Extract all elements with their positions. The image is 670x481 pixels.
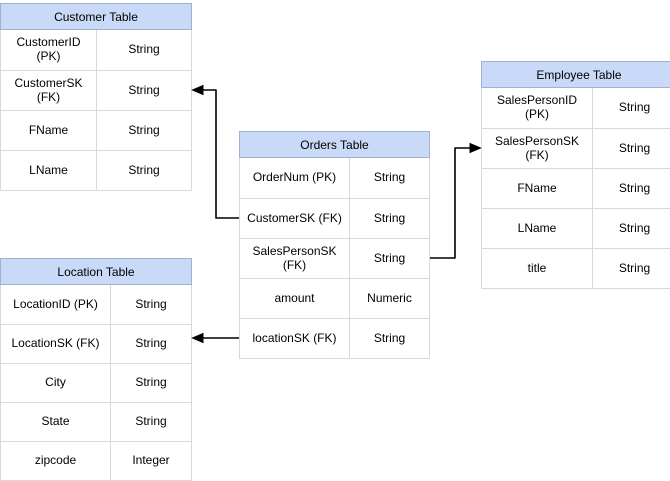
field-name-cell: CustomerSK (FK) — [240, 199, 350, 238]
employee-table: Employee Table SalesPersonID (PK) String… — [481, 61, 670, 289]
field-name-cell: CustomerSK (FK) — [1, 71, 97, 110]
orders-table: Orders Table OrderNum (PK) String Custom… — [239, 131, 430, 359]
connector-line — [430, 147, 471, 259]
table-row: State String — [1, 402, 191, 441]
table-row: CustomerSK (FK) String — [1, 70, 191, 110]
field-type-cell: String — [373, 170, 406, 185]
table-row: OrderNum (PK) String — [240, 158, 429, 198]
table-row: title String — [482, 248, 670, 288]
field-type-cell: Numeric — [367, 290, 412, 305]
field-type-cell: String — [373, 210, 406, 225]
field-type-cell: String — [128, 162, 160, 177]
field-type-cell: Integer — [132, 453, 170, 468]
field-name-cell: SalesPersonSK (FK) — [240, 239, 350, 278]
table-row: CustomerID (PK) String — [1, 30, 191, 70]
table-row: SalesPersonSK (FK) String — [482, 128, 670, 168]
field-name-cell: FName — [482, 169, 593, 208]
table-row: amount Numeric — [240, 278, 429, 318]
field-name-cell: LName — [482, 209, 593, 248]
field-type-cell: String — [128, 82, 160, 97]
field-type-cell: String — [618, 260, 651, 275]
field-name-cell: SalesPersonSK (FK) — [482, 129, 593, 168]
field-type-cell: String — [128, 42, 160, 57]
table-row: LName String — [482, 208, 670, 248]
field-name-cell: City — [1, 364, 111, 402]
location-table-body: LocationID (PK) String LocationSK (FK) S… — [0, 285, 192, 481]
employee-table-header: Employee Table — [481, 61, 670, 88]
table-row: LocationID (PK) String — [1, 285, 191, 324]
employee-table-body: SalesPersonID (PK) String SalesPersonSK … — [481, 88, 670, 289]
location-table: Location Table LocationID (PK) String Lo… — [0, 258, 192, 481]
field-type-cell: String — [618, 100, 651, 115]
table-row: FName String — [1, 110, 191, 150]
orders-table-body: OrderNum (PK) String CustomerSK (FK) Str… — [239, 158, 430, 359]
table-row: LocationSK (FK) String — [1, 324, 191, 363]
field-type-cell: String — [373, 330, 406, 345]
field-name-cell: CustomerID (PK) — [1, 30, 97, 70]
relationship-orders-to-location — [191, 332, 239, 344]
field-type-cell: String — [618, 140, 651, 155]
field-type-cell: String — [135, 336, 167, 351]
field-type-cell: String — [135, 296, 167, 311]
field-type-cell: String — [373, 250, 406, 265]
relationship-orders-to-employee — [430, 142, 482, 259]
field-type-cell: String — [618, 180, 651, 195]
table-row: SalesPersonSK (FK) String — [240, 238, 429, 278]
table-row: FName String — [482, 168, 670, 208]
arrowhead-left-icon — [191, 84, 204, 96]
connector-line — [202, 89, 239, 219]
field-name-cell: FName — [1, 111, 97, 150]
relationship-orders-to-customer — [191, 84, 239, 219]
field-name-cell: LocationID (PK) — [1, 285, 111, 324]
field-name-cell: amount — [240, 279, 350, 318]
table-row: CustomerSK (FK) String — [240, 198, 429, 238]
arrowhead-right-icon — [469, 142, 482, 154]
field-type-cell: String — [128, 122, 160, 137]
field-type-cell: String — [135, 414, 167, 429]
field-name-cell: State — [1, 403, 111, 441]
field-name-cell: LName — [1, 151, 97, 190]
field-type-cell: String — [135, 375, 167, 390]
field-name-cell: zipcode — [1, 442, 111, 480]
table-row: SalesPersonID (PK) String — [482, 88, 670, 128]
customer-table-body: CustomerID (PK) String CustomerSK (FK) S… — [0, 30, 192, 191]
field-name-cell: OrderNum (PK) — [240, 158, 350, 198]
arrowhead-left-icon — [191, 332, 204, 344]
orders-table-header: Orders Table — [239, 131, 430, 158]
field-type-cell: String — [618, 220, 651, 235]
customer-table: Customer Table CustomerID (PK) String Cu… — [0, 3, 192, 191]
location-table-header: Location Table — [0, 258, 192, 285]
field-name-cell: locationSK (FK) — [240, 319, 350, 358]
table-row: LName String — [1, 150, 191, 190]
field-name-cell: SalesPersonID (PK) — [482, 88, 593, 128]
field-name-cell: LocationSK (FK) — [1, 325, 111, 363]
customer-table-header: Customer Table — [0, 3, 192, 30]
table-row: City String — [1, 363, 191, 402]
field-name-cell: title — [482, 249, 593, 288]
table-row: zipcode Integer — [1, 441, 191, 480]
table-row: locationSK (FK) String — [240, 318, 429, 358]
